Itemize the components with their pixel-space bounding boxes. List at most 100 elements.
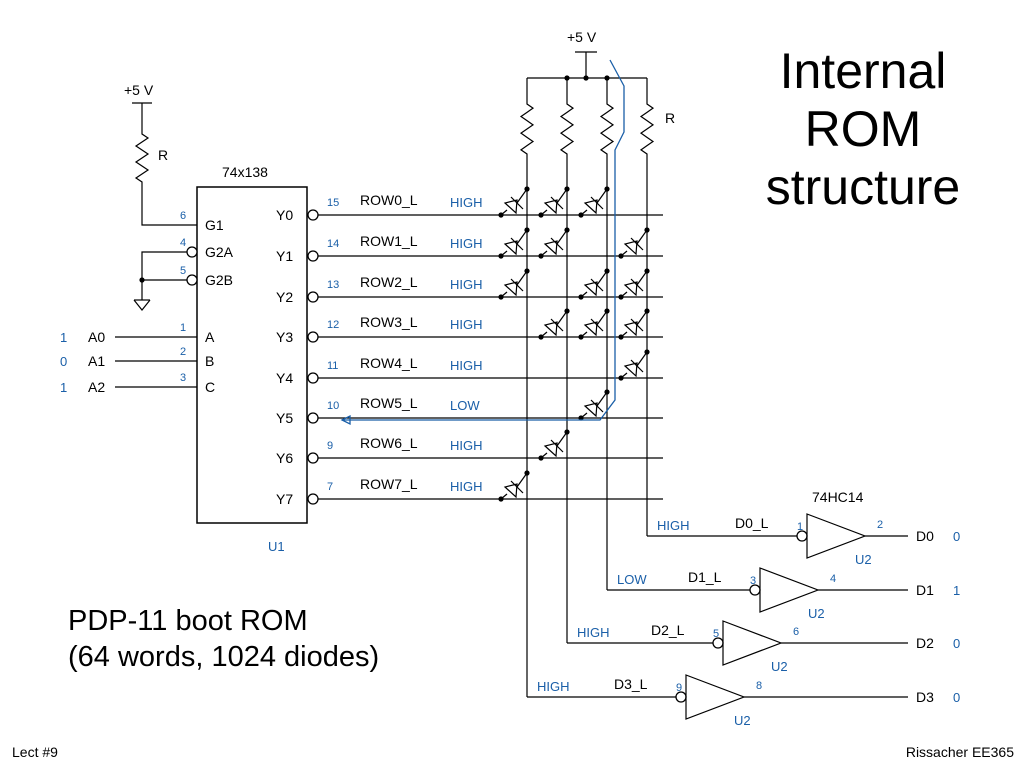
diode-part <box>636 310 648 326</box>
decoder-part-label: 74x138 <box>222 164 268 180</box>
diode-part <box>583 199 598 215</box>
diode-r6-c1 <box>540 431 568 459</box>
diode-r0-c1 <box>540 188 568 216</box>
row-level-0: HIGH <box>450 195 483 210</box>
output-port-y7: Y7 <box>276 491 293 507</box>
address-value-a2: 1 <box>60 380 67 395</box>
data-output-d0: D0 <box>916 528 934 544</box>
output-port-y1: Y1 <box>276 248 293 264</box>
address-port-b: B <box>205 353 214 369</box>
diode-r5-c2 <box>580 391 608 419</box>
caption-line-1: PDP-11 boot ROM <box>68 605 308 637</box>
diode-row-junction-r2-c3 <box>618 294 624 300</box>
diode-part <box>596 391 608 407</box>
address-value-a0: 1 <box>60 330 67 345</box>
buffer-1-line-label: D1_L <box>688 569 722 585</box>
row-label-6: ROW6_L <box>360 435 418 451</box>
output-port-y5: Y5 <box>276 410 293 426</box>
column-1-pullup-resistor <box>559 98 575 160</box>
diode-r0-c0 <box>500 188 528 216</box>
diode-row-junction-r2-c0 <box>498 294 504 300</box>
buffer-0-ref: U2 <box>855 552 872 567</box>
output-bubble-y0 <box>307 209 319 221</box>
output-pin-7: 7 <box>327 481 333 493</box>
row-label-3: ROW3_L <box>360 314 418 330</box>
diode-part <box>623 281 638 297</box>
diode-r4-c3 <box>620 351 648 379</box>
output-port-y3: Y3 <box>276 329 293 345</box>
diode-part <box>516 188 528 204</box>
buffer-2-pin-out: 6 <box>793 626 799 638</box>
diode-part <box>543 240 558 256</box>
diode-junction-r1-c0 <box>524 227 530 233</box>
buffer-1-pin-out: 4 <box>830 573 836 585</box>
row-level-4: HIGH <box>450 358 483 373</box>
address-signal-a1: A1 <box>88 353 105 369</box>
enable-bubble-g2b <box>186 274 198 286</box>
diode-junction-r2-c0 <box>524 268 530 274</box>
enable-bubble-g2a <box>186 246 198 258</box>
diode-part <box>543 199 558 215</box>
row-label-5: ROW5_L <box>360 395 418 411</box>
output-pin-10: 10 <box>327 400 339 412</box>
buffer-2-pin-in: 5 <box>713 628 719 640</box>
buffer-3-pin-out: 8 <box>756 680 762 692</box>
diode-part <box>636 351 648 367</box>
diode-part <box>583 281 598 297</box>
buffer-0-pin-in: 1 <box>797 521 803 533</box>
diode-junction-r5-c2 <box>604 389 610 395</box>
enable-g2a-label: G2A <box>205 244 234 260</box>
diode-row-junction-r3-c1 <box>538 334 544 340</box>
address-signal-a0: A0 <box>88 329 105 345</box>
address-port-c: C <box>205 379 215 395</box>
diode-row-junction-r3-c3 <box>618 334 624 340</box>
row-label-2: ROW2_L <box>360 274 418 290</box>
diode-part <box>516 229 528 245</box>
enable-g1-label: G1 <box>205 217 224 233</box>
diode-part <box>596 270 608 286</box>
buffer-1-level: LOW <box>617 572 647 587</box>
address-pin-3: 3 <box>180 372 186 384</box>
buffer-3-triangle <box>685 674 746 720</box>
diode-part <box>516 270 528 286</box>
buffer-1-pin-in: 3 <box>750 575 756 587</box>
diode-row-junction-r6-c1 <box>538 455 544 461</box>
g2a-wire <box>141 251 187 300</box>
row-level-1: HIGH <box>450 236 483 251</box>
diode-junction-r3-c2 <box>604 308 610 314</box>
diode-part <box>543 442 558 458</box>
diode-part <box>556 188 568 204</box>
buffer-2-line-label: D2_L <box>651 622 685 638</box>
diode-r2-c2 <box>580 270 608 298</box>
diode-part <box>623 362 638 378</box>
diode-row-junction-r0-c1 <box>538 212 544 218</box>
diode-junction-r2-c2 <box>604 268 610 274</box>
buffer-2-input-bubble <box>712 637 724 649</box>
address-port-a: A <box>205 329 215 345</box>
diode-row-junction-r2-c2 <box>578 294 584 300</box>
decoder-ref-label: U1 <box>268 539 285 554</box>
vcc-label-array: +5 V <box>567 29 597 45</box>
buffer-0-input-bubble <box>796 530 808 542</box>
row-level-6: HIGH <box>450 438 483 453</box>
diode-row-junction-r5-c2 <box>578 415 584 421</box>
output-port-y0: Y0 <box>276 207 293 223</box>
diode-part <box>623 321 638 337</box>
decoder-74x138-body <box>196 186 308 524</box>
buffer-0-pin-out: 2 <box>877 519 883 531</box>
output-pin-15: 15 <box>327 197 339 209</box>
diode-r7-c0 <box>500 472 528 500</box>
diode-part <box>636 229 648 245</box>
slide-title: Internal ROM structure <box>728 42 998 216</box>
current-path <box>342 59 625 421</box>
row-label-4: ROW4_L <box>360 355 418 371</box>
row-level-5: LOW <box>450 398 480 413</box>
output-pin-9: 9 <box>327 440 333 452</box>
diode-part <box>543 321 558 337</box>
buffer-0-line-label: D0_L <box>735 515 769 531</box>
diode-junction-r0-c0 <box>524 186 530 192</box>
diode-row-junction-r7-c0 <box>498 496 504 502</box>
diode-row-junction-r4-c3 <box>618 375 624 381</box>
diode-junction-r0-c2 <box>604 186 610 192</box>
row-label-7: ROW7_L <box>360 476 418 492</box>
